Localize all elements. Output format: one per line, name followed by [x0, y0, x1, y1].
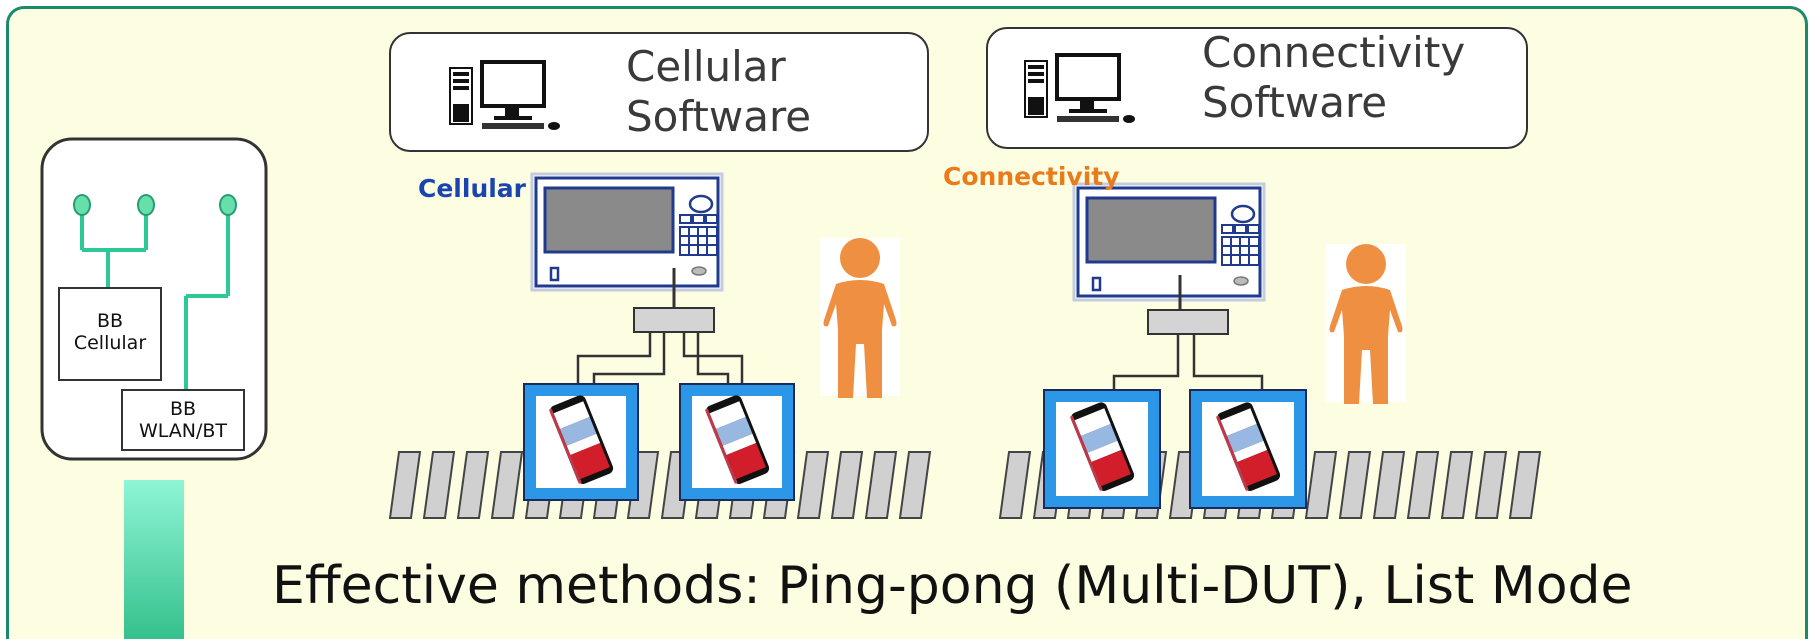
bb-wlan-box — [121, 389, 245, 451]
connection-pipe — [124, 480, 184, 639]
cellular-software-label: Cellular Software — [626, 42, 811, 142]
effective-methods-caption: Effective methods: Ping-pong (Multi-DUT)… — [272, 556, 1633, 616]
connectivity-cabling — [1112, 334, 1264, 394]
cellular-software-line-2: Software — [626, 92, 812, 141]
bb-wlan-line-1: BB — [169, 398, 197, 420]
connectivity-software-box — [986, 27, 1528, 149]
connectivity-software-line-2: Software — [1202, 78, 1388, 127]
bb-cellular-label: BB Cellular — [59, 310, 161, 354]
bb-wlan-line-2: WLAN/BT — [138, 420, 228, 442]
antenna-traces — [80, 206, 230, 390]
connectivity-tester-label: Connectivity — [943, 162, 1120, 191]
bb-cellular-box — [58, 287, 162, 381]
conveyor-icon — [389, 451, 931, 519]
connectivity-software-line-1: Connectivity — [1202, 28, 1466, 77]
switch-box-icon — [633, 307, 715, 333]
bb-cellular-line-1: BB — [96, 310, 124, 332]
connectivity-tester-icon — [1072, 182, 1266, 302]
connectivity-software-label: Connectivity Software — [1202, 28, 1465, 128]
antenna-icon — [73, 194, 237, 216]
bb-cellular-line-2: Cellular — [73, 332, 147, 354]
cellular-tester-icon — [530, 172, 724, 292]
switch-box-icon — [1147, 309, 1229, 335]
bb-wlan-label: BB WLAN/BT — [122, 398, 244, 442]
cellular-tester-label: Cellular — [418, 174, 527, 203]
cellular-software-line-1: Cellular — [626, 42, 786, 91]
